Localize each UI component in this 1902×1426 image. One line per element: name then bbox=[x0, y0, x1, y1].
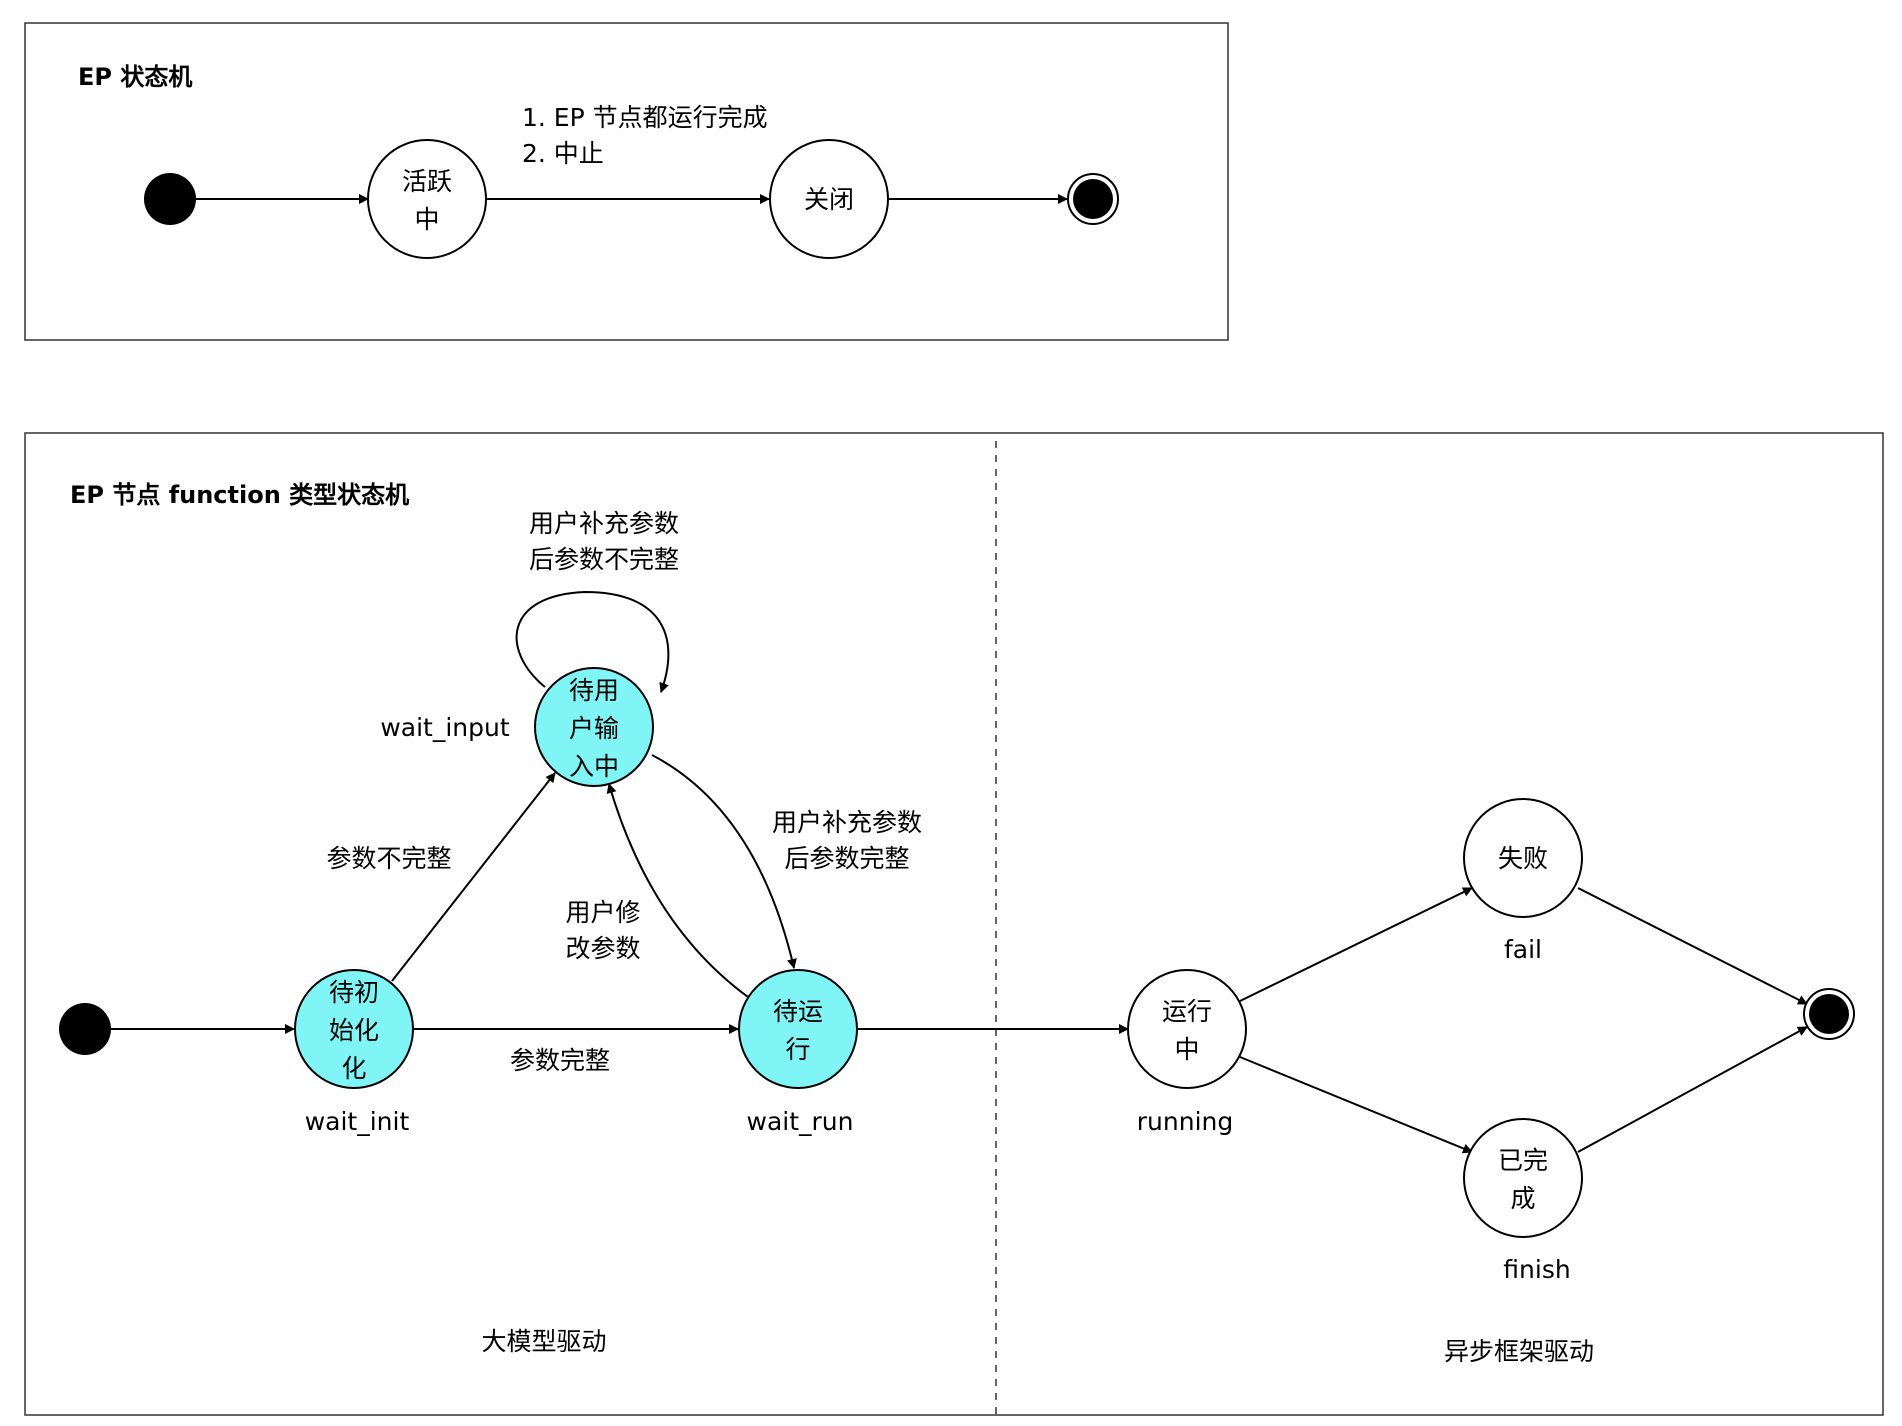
ep-state-machine-title: EP 状态机 bbox=[78, 63, 192, 91]
wait-init-text-line3: 化 bbox=[341, 1054, 366, 1083]
state-wait-run: 待运 行 bbox=[738, 969, 858, 1089]
wait-input-text-line1: 待用 bbox=[569, 676, 619, 705]
wait-input-self-loop-edge bbox=[515, 590, 670, 693]
transition-label-line2: 2. 中止 bbox=[522, 139, 604, 168]
top-initial-state bbox=[144, 173, 196, 225]
state-closed: 关闭 bbox=[769, 139, 889, 259]
state-closed-label: 关闭 bbox=[804, 185, 854, 214]
running-text-line1: 运行 bbox=[1162, 997, 1212, 1026]
modify-label-line2: 改参数 bbox=[565, 934, 640, 963]
transition-label-line1: 1. EP 节点都运行完成 bbox=[522, 103, 768, 132]
running-id-label: running bbox=[1137, 1107, 1233, 1136]
wait-run-id-label: wait_run bbox=[747, 1107, 854, 1136]
state-active-line2: 中 bbox=[414, 205, 439, 234]
wait-run-to-wait-input-edge bbox=[606, 783, 749, 998]
bottom-final-state bbox=[1803, 988, 1855, 1040]
state-running: 运行 中 bbox=[1127, 969, 1247, 1089]
wait-init-id-label: wait_init bbox=[305, 1107, 410, 1136]
wait-run-text-line2: 行 bbox=[785, 1035, 810, 1064]
state-wait-init: 待初 始化 化 bbox=[294, 969, 414, 1089]
input-to-run-label-line1: 用户补充参数 bbox=[772, 808, 922, 837]
wait-init-to-wait-input-edge bbox=[391, 772, 556, 982]
finish-text-line2: 成 bbox=[1510, 1184, 1535, 1213]
finish-id-label: finish bbox=[1503, 1255, 1570, 1284]
self-loop-label-line2: 后参数不完整 bbox=[529, 545, 679, 574]
wait-input-text-line2: 户输 bbox=[569, 714, 619, 743]
fail-text: 失败 bbox=[1498, 844, 1548, 873]
running-to-fail-edge bbox=[1239, 887, 1473, 1002]
wait-input-to-wait-run-edge bbox=[651, 754, 797, 969]
complete-label: 参数完整 bbox=[510, 1046, 610, 1075]
wait-input-text-line3: 入中 bbox=[569, 752, 619, 781]
finish-text-line1: 已完 bbox=[1498, 1146, 1548, 1175]
modify-label-line1: 用户修 bbox=[565, 898, 640, 927]
self-loop-label-line1: 用户补充参数 bbox=[529, 509, 679, 538]
fail-to-final-edge bbox=[1577, 887, 1808, 1005]
state-active: 活跃 中 bbox=[367, 139, 487, 259]
bottom-initial-state bbox=[59, 1003, 111, 1055]
wait-init-text-line1: 待初 bbox=[329, 978, 379, 1007]
state-active-line1: 活跃 bbox=[402, 167, 452, 196]
state-fail: 失败 bbox=[1463, 798, 1583, 918]
running-to-finish-edge bbox=[1239, 1056, 1473, 1154]
wait-init-text-line2: 始化 bbox=[329, 1016, 379, 1045]
input-to-run-label-line2: 后参数完整 bbox=[784, 844, 909, 873]
incomplete-label: 参数不完整 bbox=[326, 844, 451, 873]
state-wait-input: 待用 户输 入中 bbox=[534, 667, 654, 787]
top-final-state bbox=[1067, 173, 1119, 225]
right-section-label: 异步框架驱动 bbox=[1444, 1337, 1594, 1366]
running-text-line2: 中 bbox=[1174, 1035, 1199, 1064]
wait-input-id-label: wait_input bbox=[380, 713, 510, 742]
wait-run-text-line1: 待运 bbox=[773, 997, 823, 1026]
state-finish: 已完 成 bbox=[1463, 1118, 1583, 1238]
function-state-machine-frame bbox=[24, 432, 1884, 1416]
ep-state-machine-frame bbox=[24, 22, 1229, 341]
finish-to-final-edge bbox=[1577, 1026, 1808, 1153]
function-state-machine-title: EP 节点 function 类型状态机 bbox=[70, 481, 409, 509]
left-section-label: 大模型驱动 bbox=[481, 1327, 606, 1356]
fail-id-label: fail bbox=[1504, 935, 1542, 964]
